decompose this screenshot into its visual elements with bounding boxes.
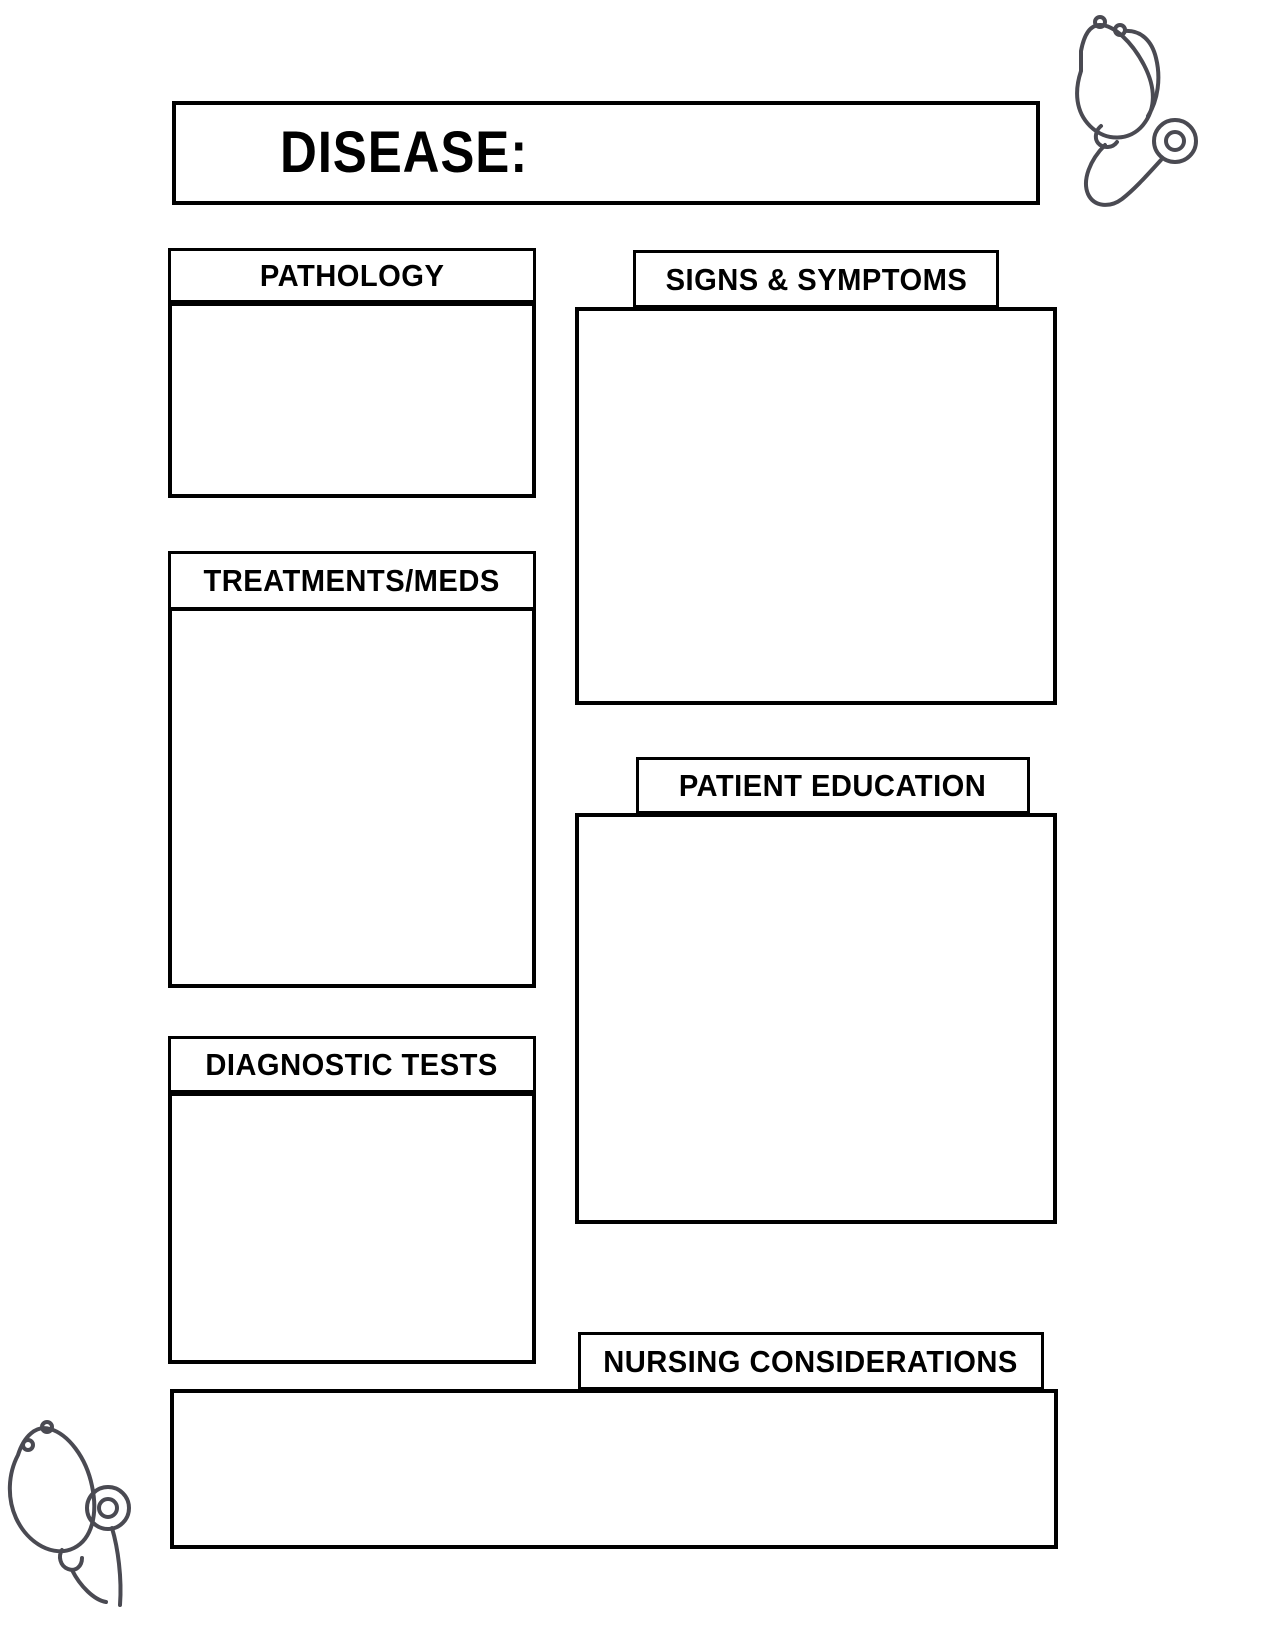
section-header-treatments: TREATMENTS/MEDS [168,551,536,611]
section-label-nursing-considerations: NURSING CONSIDERATIONS [603,1343,1019,1379]
section-field-signs-symptoms[interactable] [575,307,1057,705]
section-header-patient-education: PATIENT EDUCATION [636,757,1030,816]
section-header-pathology: PATHOLOGY [168,248,536,306]
stethoscope-icon [7,1420,131,1607]
section-field-treatments[interactable] [168,608,536,988]
section-label-patient-education: PATIENT EDUCATION [679,768,987,803]
section-header-nursing-considerations: NURSING CONSIDERATIONS [578,1332,1044,1392]
section-label-treatments: TREATMENTS/MEDS [203,563,501,598]
section-field-pathology[interactable] [168,302,536,498]
section-field-diagnostic-tests[interactable] [168,1092,536,1364]
disease-title-box[interactable]: DISEASE: [172,101,1040,205]
page-title: DISEASE: [280,120,529,185]
section-label-pathology: PATHOLOGY [259,258,445,293]
section-header-diagnostic-tests: DIAGNOSTIC TESTS [168,1036,536,1096]
section-header-signs-symptoms: SIGNS & SYMPTOMS [633,250,999,310]
section-field-patient-education[interactable] [575,813,1057,1224]
section-label-diagnostic-tests: DIAGNOSTIC TESTS [205,1047,499,1082]
section-field-nursing-considerations[interactable] [170,1389,1058,1549]
stethoscope-icon [1075,15,1198,207]
section-label-signs-symptoms: SIGNS & SYMPTOMS [665,261,967,297]
